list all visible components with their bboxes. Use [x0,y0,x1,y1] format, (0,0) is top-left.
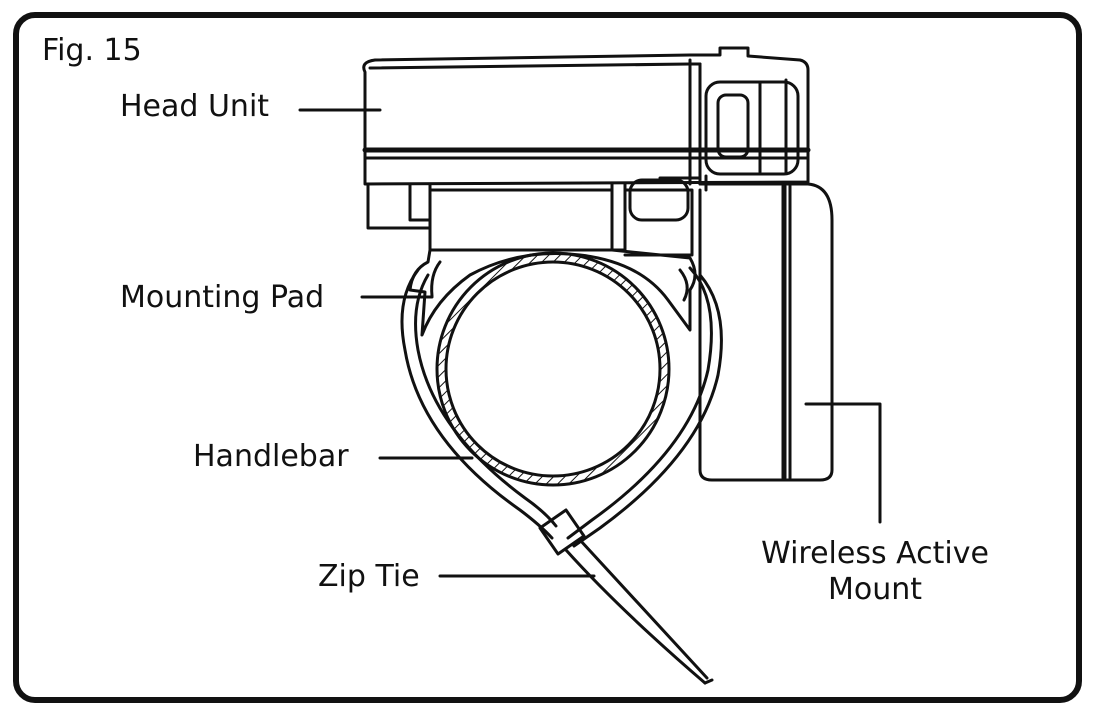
callout-zip-tie: Zip Tie [318,559,420,594]
leader-lines [298,108,882,578]
mount-body-drawing [366,174,708,257]
figure-frame [13,12,1082,703]
leader-wireless-mount [804,402,882,524]
callout-wireless-mount: Wireless Active Mount [761,536,989,607]
handlebar-drawing [435,251,671,487]
callout-mounting-pad: Mounting Pad [120,280,325,315]
callout-head-unit: Head Unit [120,89,270,124]
figure-number: Fig. 15 [42,33,142,68]
head-unit-drawing [362,46,811,186]
wireless-mount-drawing [698,182,834,482]
callout-handlebar: Handlebar [193,439,349,474]
zip-tie-drawing [400,266,723,685]
